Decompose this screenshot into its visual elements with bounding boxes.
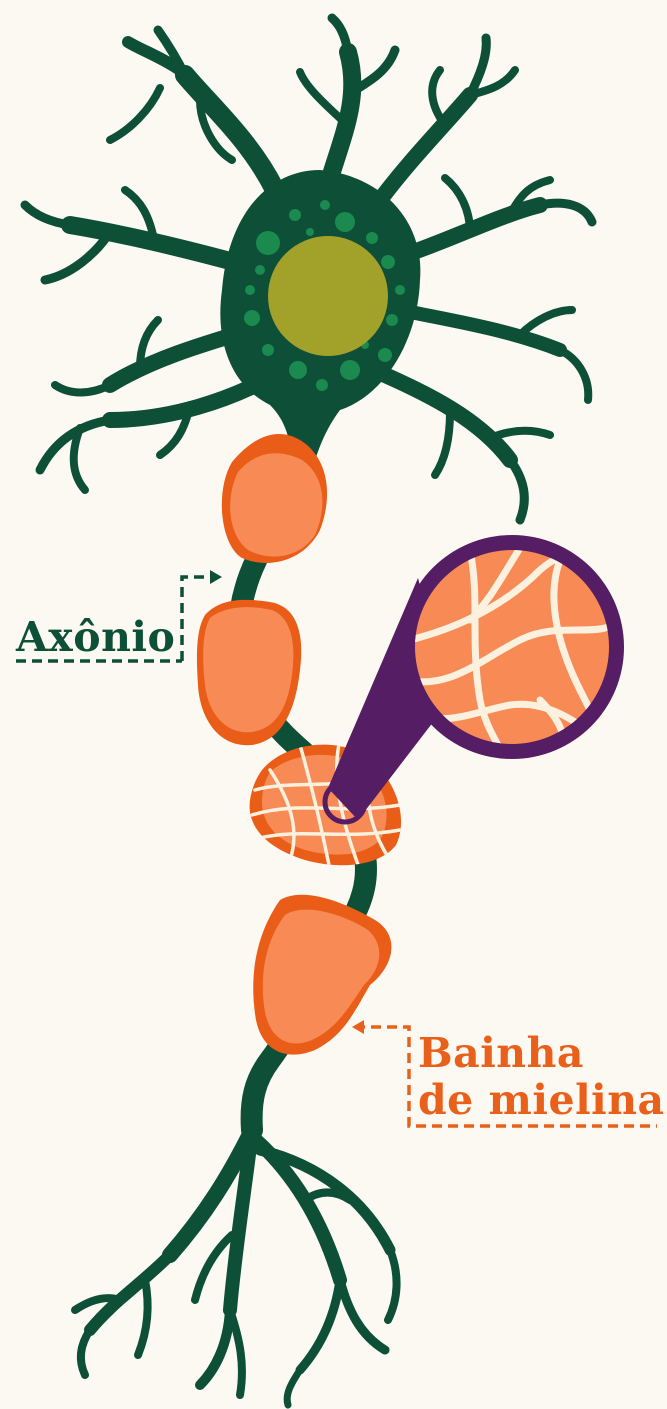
myelin-pointer-arrow (352, 1020, 364, 1034)
magnifier (328, 535, 624, 820)
myelin-sheath-4 (253, 895, 391, 1055)
myelin-label-line-2: de mielina (418, 1077, 665, 1124)
axon-pointer-arrow (210, 570, 222, 584)
myelin-sheath-1 (222, 434, 327, 563)
axon-terminals (75, 1130, 397, 1405)
nucleus (268, 236, 388, 356)
myelin-sheath-label: Bainha de mielina (418, 1030, 665, 1124)
myelin-label-line-1: Bainha (418, 1030, 665, 1077)
axon-label: Axônio (16, 614, 175, 661)
